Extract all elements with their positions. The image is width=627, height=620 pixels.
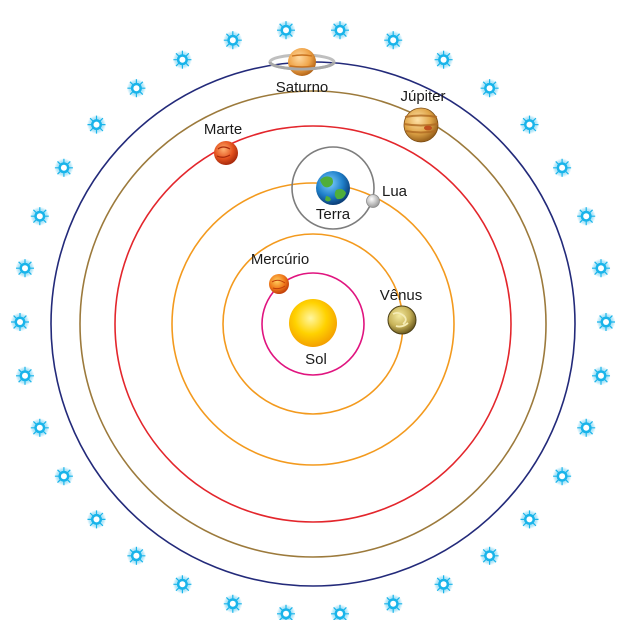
- star-icon: [433, 49, 454, 70]
- terra: Terra: [316, 171, 351, 223]
- lua: Lua: [366, 183, 408, 208]
- star-icon: [590, 365, 612, 386]
- star-icon: [53, 157, 75, 178]
- star-icon: [86, 509, 107, 530]
- star-icon: [576, 206, 597, 227]
- star-icon: [551, 157, 573, 178]
- star-icon: [433, 574, 454, 595]
- label-saturno: Saturno: [276, 79, 329, 96]
- star-icon: [590, 258, 612, 279]
- star-icon: [126, 545, 147, 566]
- star-icon: [222, 593, 243, 614]
- star-icon: [576, 417, 597, 438]
- star-icon: [29, 417, 50, 438]
- star-icon: [383, 30, 404, 51]
- star-icon: [172, 574, 193, 595]
- sun: Sol: [289, 299, 337, 368]
- star-icon: [53, 466, 75, 487]
- orbit-lua: [291, 146, 375, 230]
- orbit-mercurio: [261, 272, 365, 376]
- star-icon: [14, 365, 36, 386]
- venus: Vênus: [380, 287, 423, 335]
- jupiter: Júpiter: [400, 88, 446, 143]
- star-icon: [479, 545, 500, 566]
- star-icon: [86, 114, 107, 135]
- star-icon: [9, 311, 31, 333]
- star-icon: [329, 603, 351, 620]
- star-icon: [172, 49, 193, 70]
- label-lua: Lua: [382, 183, 408, 200]
- orbit-marte: [114, 125, 512, 523]
- saturno: Saturno: [268, 48, 336, 96]
- orbit-sol: [171, 182, 455, 466]
- star-icon: [595, 311, 617, 333]
- label-terra: Terra: [316, 206, 351, 223]
- star-icon: [29, 206, 50, 227]
- star-icon: [126, 78, 147, 99]
- marte: Marte: [204, 121, 242, 165]
- star-icon: [551, 466, 573, 487]
- star-icon: [383, 593, 404, 614]
- label-marte: Marte: [204, 121, 242, 138]
- star-icon: [222, 30, 243, 51]
- star-icon: [329, 20, 351, 41]
- label-venus: Vênus: [380, 287, 423, 304]
- orbit-jupiter: [79, 90, 547, 558]
- star-icon: [519, 509, 540, 530]
- label-sol: Sol: [305, 351, 327, 368]
- mercurio: Mercúrio: [251, 251, 309, 294]
- star-icon: [14, 258, 36, 279]
- star-icon: [519, 114, 540, 135]
- label-mercurio: Mercúrio: [251, 251, 309, 268]
- star-icon: [275, 20, 297, 41]
- star-icon: [479, 78, 500, 99]
- star-icon: [275, 603, 297, 620]
- label-jupiter: Júpiter: [400, 88, 445, 105]
